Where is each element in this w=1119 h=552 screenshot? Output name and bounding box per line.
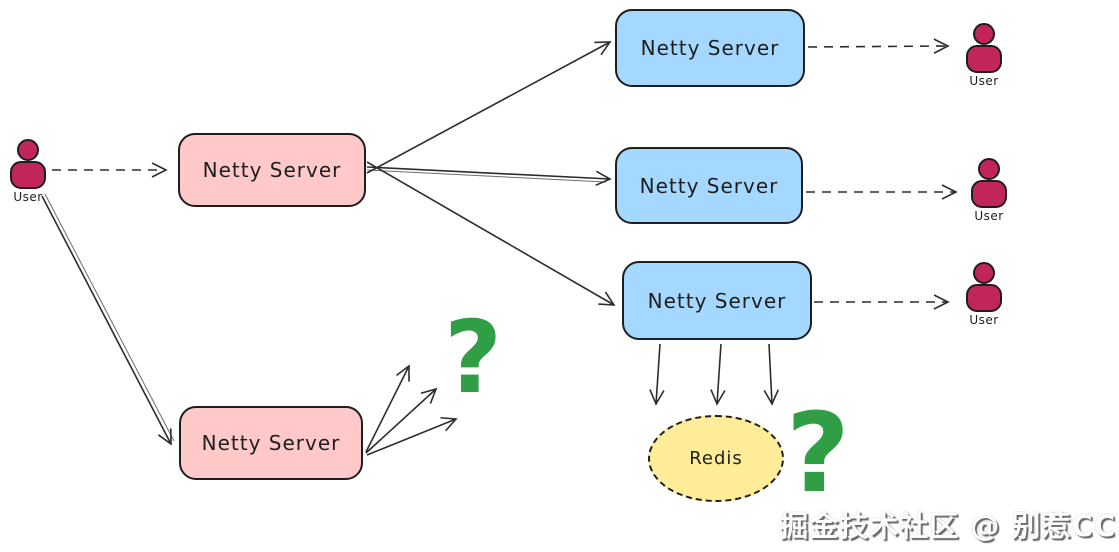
actor-user-right-3-label: User [969,313,999,327]
node-standalone-server: Netty Server [179,406,363,480]
user-icon [10,139,46,189]
arrow-gateway-to-backend3 [366,161,616,306]
actor-user-left-label: User [13,190,43,204]
actor-user-left: User [4,139,52,204]
arrow-gateway-to-backend2 [366,166,612,187]
question-mark-left: ? [444,299,503,416]
actor-user-right-1-label: User [969,74,999,88]
question-mark-right: ? [786,389,850,517]
actor-user-right-2: User [965,158,1013,223]
arrow-standalone-fan-3 [366,416,458,456]
node-backend-server-1: Netty Server [615,9,805,87]
arrow-gateway-to-backend1 [366,41,612,174]
arrow-backend3-to-redis-3 [763,343,780,406]
node-gateway-server-label: Netty Server [202,158,342,182]
arrow-gateway-to-backend2-sketch [366,169,607,183]
arrow-backend3-to-redis-1 [649,343,665,406]
actor-user-right-3: User [960,262,1008,327]
node-standalone-server-label: Netty Server [201,431,341,455]
node-backend-server-2: Netty Server [615,147,803,224]
actor-user-right-1: User [960,23,1008,88]
arrow-leftuser-to-standalone [41,195,172,446]
arrow-backend3-to-redis-2 [710,343,726,406]
node-redis: Redis [648,415,784,502]
node-backend-server-2-label: Netty Server [639,173,779,198]
user-icon [971,158,1007,208]
arrow-backend1-to-user1 [807,38,950,54]
node-backend-server-3-label: Netty Server [647,288,787,313]
user-icon [966,23,1002,73]
node-redis-label: Redis [689,448,743,469]
arrow-leftuser-to-standalone-sketch [44,193,175,442]
user-icon [966,262,1002,312]
watermark: 掘金技术社区 @ 别惹CC [779,509,1116,543]
arrow-standalone-fan-1 [365,364,410,453]
node-backend-server-1-label: Netty Server [640,36,780,60]
arrow-standalone-fan-2 [365,387,438,454]
actor-user-right-2-label: User [974,209,1004,223]
node-gateway-server: Netty Server [178,133,366,207]
node-backend-server-3: Netty Server [622,261,812,340]
